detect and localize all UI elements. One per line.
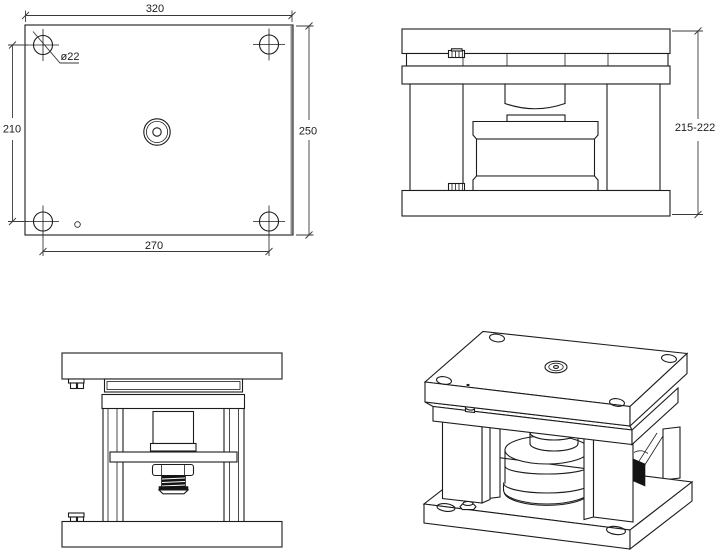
side-upper-frame-plate xyxy=(101,393,246,410)
front-right-column xyxy=(606,83,661,192)
corner-hole-bottom-left xyxy=(27,205,59,238)
front-upper-frame-plate xyxy=(401,65,671,85)
iso-left-column xyxy=(441,416,491,504)
front-load-cell xyxy=(472,120,599,192)
side-bolt-bottom-left xyxy=(67,512,85,523)
corner-hole-top-right xyxy=(253,28,285,61)
iso-sub-plate xyxy=(424,386,679,446)
side-bottom-plate xyxy=(61,520,283,548)
center-boss xyxy=(143,118,171,146)
dimension-pitch-210: 210 xyxy=(3,41,28,226)
iso-anchor-bolt xyxy=(459,500,477,511)
hole-diameter-callout: ø22 xyxy=(32,31,80,64)
front-piston xyxy=(504,83,566,110)
side-top-plate xyxy=(61,352,283,380)
iso-right-column xyxy=(583,430,634,523)
dim-label-215-222: 215-222 xyxy=(675,122,715,134)
small-pin-hole xyxy=(74,221,81,228)
iso-center-boss xyxy=(544,360,568,374)
dimension-height-215-222: 215-222 xyxy=(672,27,715,219)
dimension-pitch-270: 270 xyxy=(39,233,273,256)
isometric-view xyxy=(422,330,694,551)
side-bolt-top-left xyxy=(67,378,85,390)
front-bolt-bottom xyxy=(447,182,466,192)
base-plate-outline xyxy=(24,24,294,236)
side-nut-and-stud xyxy=(151,463,195,495)
iso-top-plate xyxy=(423,330,689,428)
side-view xyxy=(61,352,283,548)
corner-hole-top-left xyxy=(27,29,59,61)
dimension-width-320: 320 xyxy=(21,3,296,22)
front-bolt-top xyxy=(447,48,466,59)
dim-label-250: 250 xyxy=(299,126,317,138)
dimension-height-250: 250 xyxy=(296,22,317,239)
front-bottom-plate xyxy=(401,189,671,217)
dim-label-210: 210 xyxy=(3,124,21,136)
front-top-plate xyxy=(401,28,671,55)
top-view: ø22 320 250 210 xyxy=(3,3,317,256)
front-spacer-strip xyxy=(405,52,669,67)
side-spacer-strip xyxy=(103,378,244,393)
front-left-column xyxy=(409,83,464,192)
dim-label-hole-diameter: ø22 xyxy=(61,51,80,63)
dim-label-270: 270 xyxy=(145,240,163,252)
dim-label-320: 320 xyxy=(146,3,164,15)
side-columns xyxy=(102,407,245,523)
front-view: 215-222 xyxy=(401,27,715,219)
corner-hole-bottom-right xyxy=(253,205,285,238)
side-cross-bar xyxy=(109,451,238,463)
iso-pin-dot xyxy=(466,383,470,387)
iso-dark-bolt xyxy=(633,458,646,487)
front-pressure-plate xyxy=(506,114,566,123)
side-load-cell-block xyxy=(149,410,197,452)
iso-back-right-column xyxy=(662,426,681,481)
